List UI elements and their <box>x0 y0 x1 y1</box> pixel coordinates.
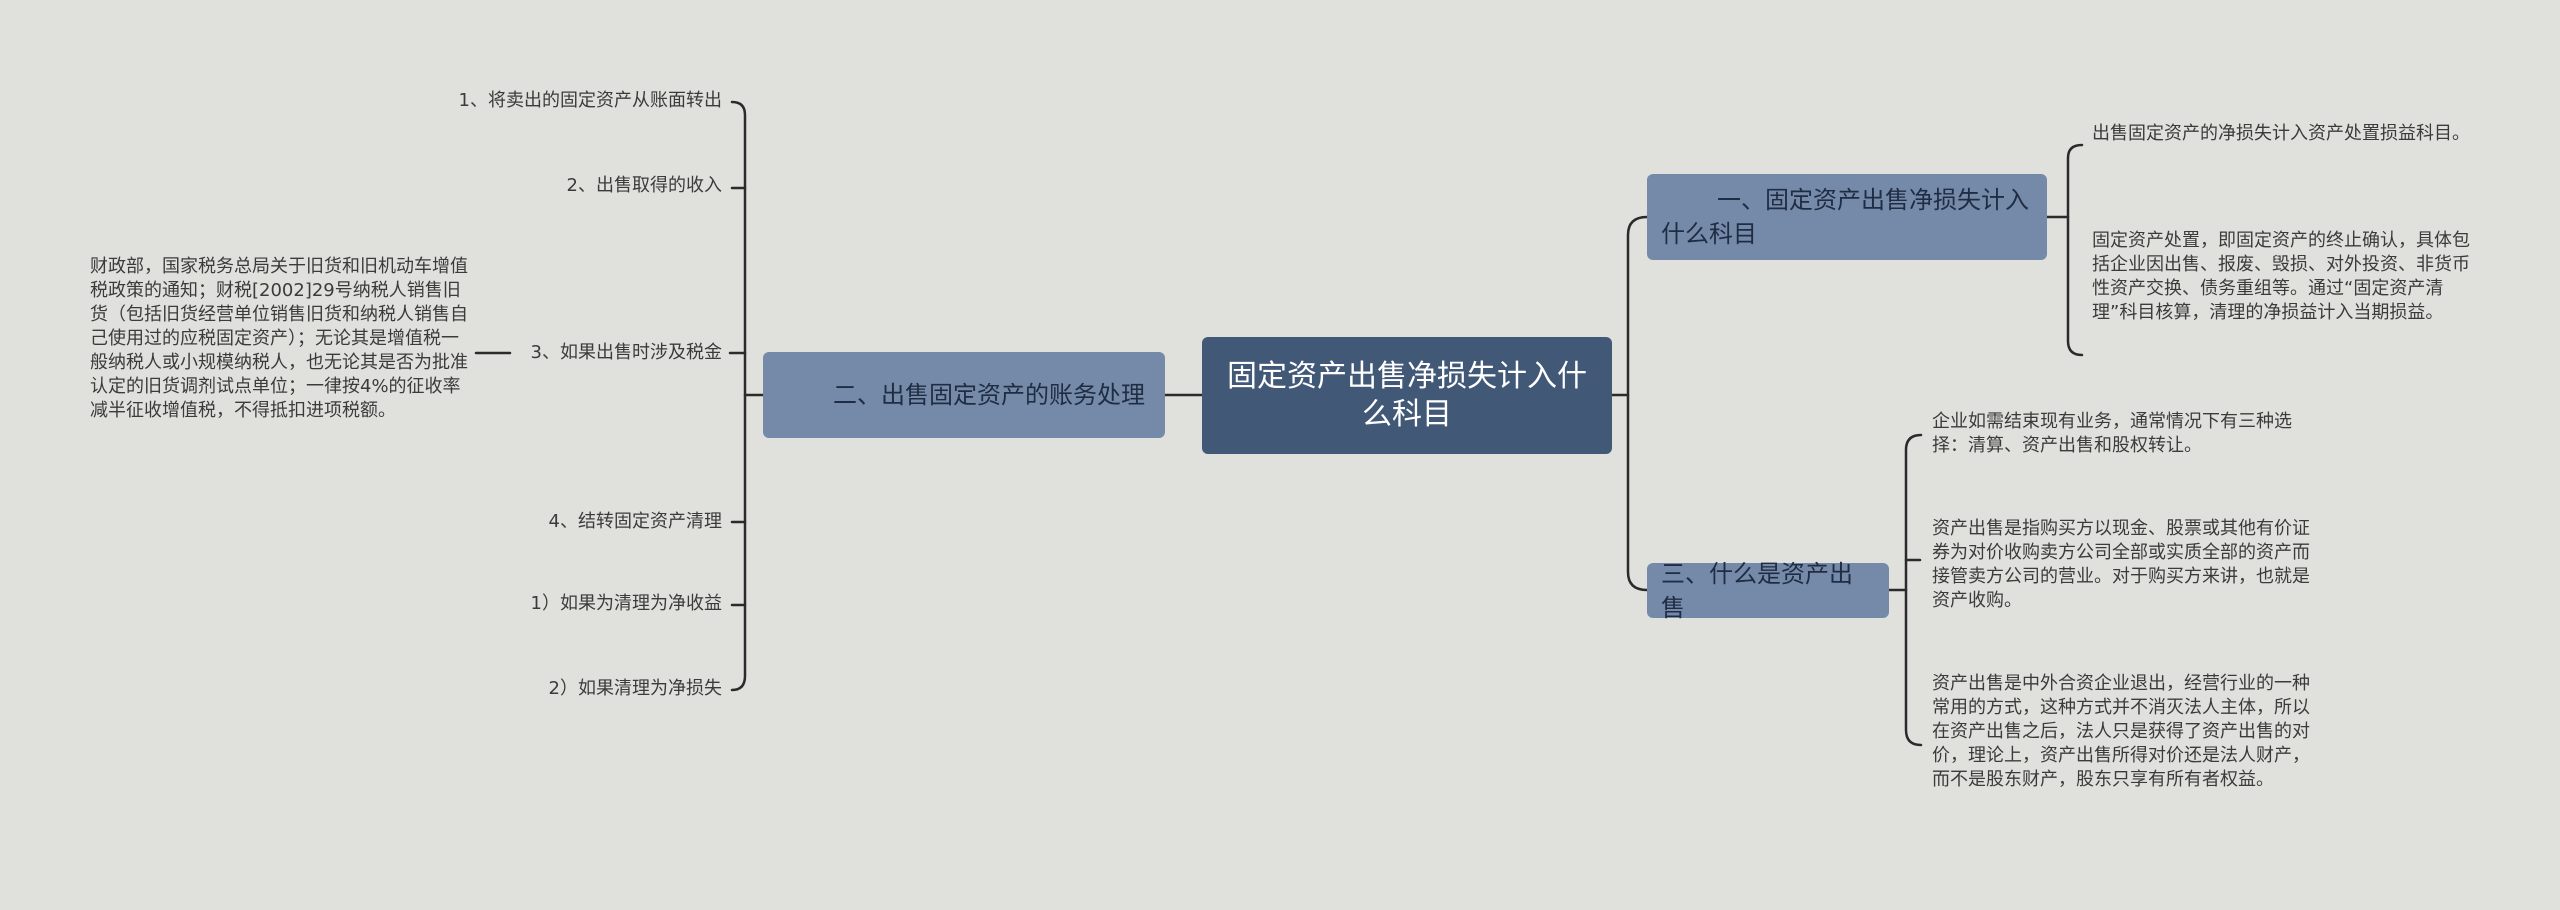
leaf-left-2: 2、出售取得的收入 <box>566 175 722 196</box>
bracket-left <box>730 100 747 692</box>
leaf-right1-1: 出售固定资产的净损失计入资产处置损益科目。 <box>2092 123 2470 144</box>
root-topic[interactable]: 固定资产出售净损失计入什么科目 <box>1202 337 1612 454</box>
leaf-right1-2: 固定资产处置，即固定资产的终止确认，具体包括企业因出售、报废、毁损、对外投资、非… <box>2092 230 2470 323</box>
branch-accounting-treatment[interactable]: 二、出售固定资产的账务处理 <box>763 352 1165 438</box>
leaf-left-5: 1）如果为清理为净收益 <box>530 593 722 614</box>
leaf-tax-note: 财政部，国家税务总局关于旧货和旧机动车增值税政策的通知；财税[2002]29号纳… <box>90 256 468 421</box>
bracket-root-right <box>1626 215 1649 592</box>
leaf-left-1: 1、将卖出的固定资产从账面转出 <box>458 90 722 111</box>
leaf-right3-2: 资产出售是指购买方以现金、股票或其他有价证券为对价收购卖方公司全部或实质全部的资… <box>1932 518 2310 611</box>
root-title: 固定资产出售净损失计入什么科目 <box>1227 358 1587 432</box>
branch-asset-sale[interactable]: 三、什么是资产出售 <box>1647 560 1889 622</box>
leaf-left-4: 4、结转固定资产清理 <box>548 511 722 532</box>
leaf-left-3: 3、如果出售时涉及税金 <box>530 342 722 363</box>
leaf-right3-3: 资产出售是中外合资企业退出，经营行业的一种常用的方式，这种方式并不消灭法人主体，… <box>1932 673 2310 790</box>
branch-title: 二、出售固定资产的账务处理 <box>833 381 1145 409</box>
leaf-left-6: 2）如果清理为净损失 <box>548 678 722 699</box>
branch-title: 三、什么是资产出售 <box>1661 559 1853 622</box>
branch-title: 一、固定资产出售净损失计入什么科目 <box>1661 186 2029 248</box>
bracket-right-3 <box>1904 433 1923 747</box>
bracket-right-1 <box>2066 143 2084 357</box>
leaf-right3-1: 企业如需结束现有业务，通常情况下有三种选择：清算、资产出售和股权转让。 <box>1932 411 2292 456</box>
branch-net-loss-account[interactable]: 一、固定资产出售净损失计入什么科目 <box>1647 174 2047 260</box>
